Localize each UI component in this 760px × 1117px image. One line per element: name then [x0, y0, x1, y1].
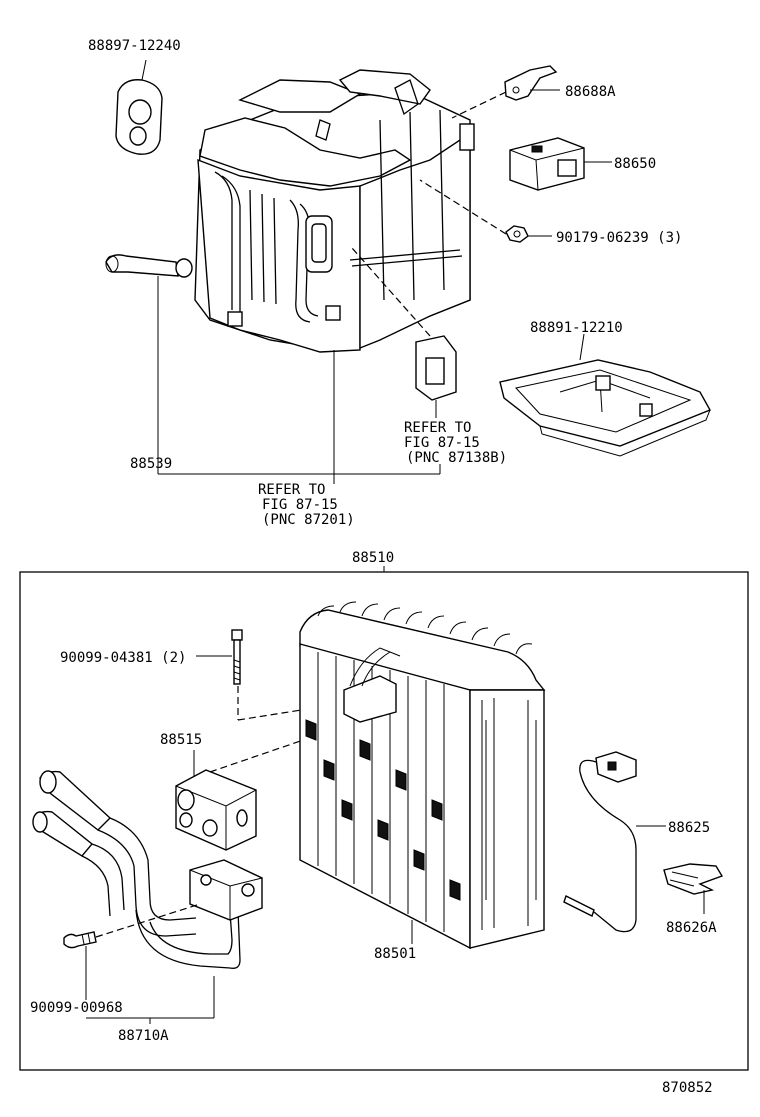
refer-87201-line2: FIG 87-15 — [262, 497, 338, 513]
evaporator-sub-assembly-frame — [19, 571, 749, 1071]
label-88625: 88625 — [668, 820, 710, 836]
label-88897-12240: 88897-12240 — [88, 38, 181, 54]
refer-87201-line1: REFER TO — [258, 482, 325, 498]
label-88539: 88539 — [130, 456, 172, 472]
label-88891-12210: 88891-12210 — [530, 320, 623, 336]
expansion-valve-part — [175, 723, 351, 851]
figure-number: 870852 — [662, 1080, 713, 1096]
clip-part — [663, 863, 724, 914]
small-bolt-part — [63, 903, 201, 1000]
drain-pan-part — [499, 333, 711, 457]
grommet-part — [115, 59, 163, 155]
refer-87201-line3: (PNC 87201) — [262, 512, 355, 528]
label-88515: 88515 — [160, 732, 202, 748]
evaporator-core-part — [299, 601, 546, 950]
label-88688A: 88688A — [565, 84, 616, 100]
reference-bracket-87201 — [158, 350, 441, 484]
label-90099-00968: 90099-00968 — [30, 1000, 123, 1016]
bolt-part — [196, 629, 353, 721]
relay-part — [509, 137, 612, 191]
drain-hose-part — [105, 254, 193, 474]
refer-87138B-line2: FIG 87-15 — [404, 435, 480, 451]
refer-87138B-line3: (PNC 87138B) — [406, 450, 507, 466]
refer-87138B-line1: REFER TO — [404, 420, 471, 436]
reference-bracket-88710A — [86, 1017, 214, 1024]
label-90099-04381: 90099-04381 (2) — [60, 650, 186, 666]
label-90179-06239: 90179-06239 (3) — [556, 230, 682, 246]
label-88710A: 88710A — [118, 1028, 169, 1044]
label-88501: 88501 — [374, 946, 416, 962]
bracket-part — [451, 65, 560, 119]
thermistor-part — [563, 751, 666, 933]
label-88626A: 88626A — [666, 920, 717, 936]
nut-part — [419, 179, 552, 243]
sensor-bracket-part — [351, 247, 457, 418]
label-88510: 88510 — [352, 550, 394, 566]
pipe-part — [32, 770, 263, 1018]
label-88650: 88650 — [614, 156, 656, 172]
cooling-unit-housing — [194, 69, 475, 353]
